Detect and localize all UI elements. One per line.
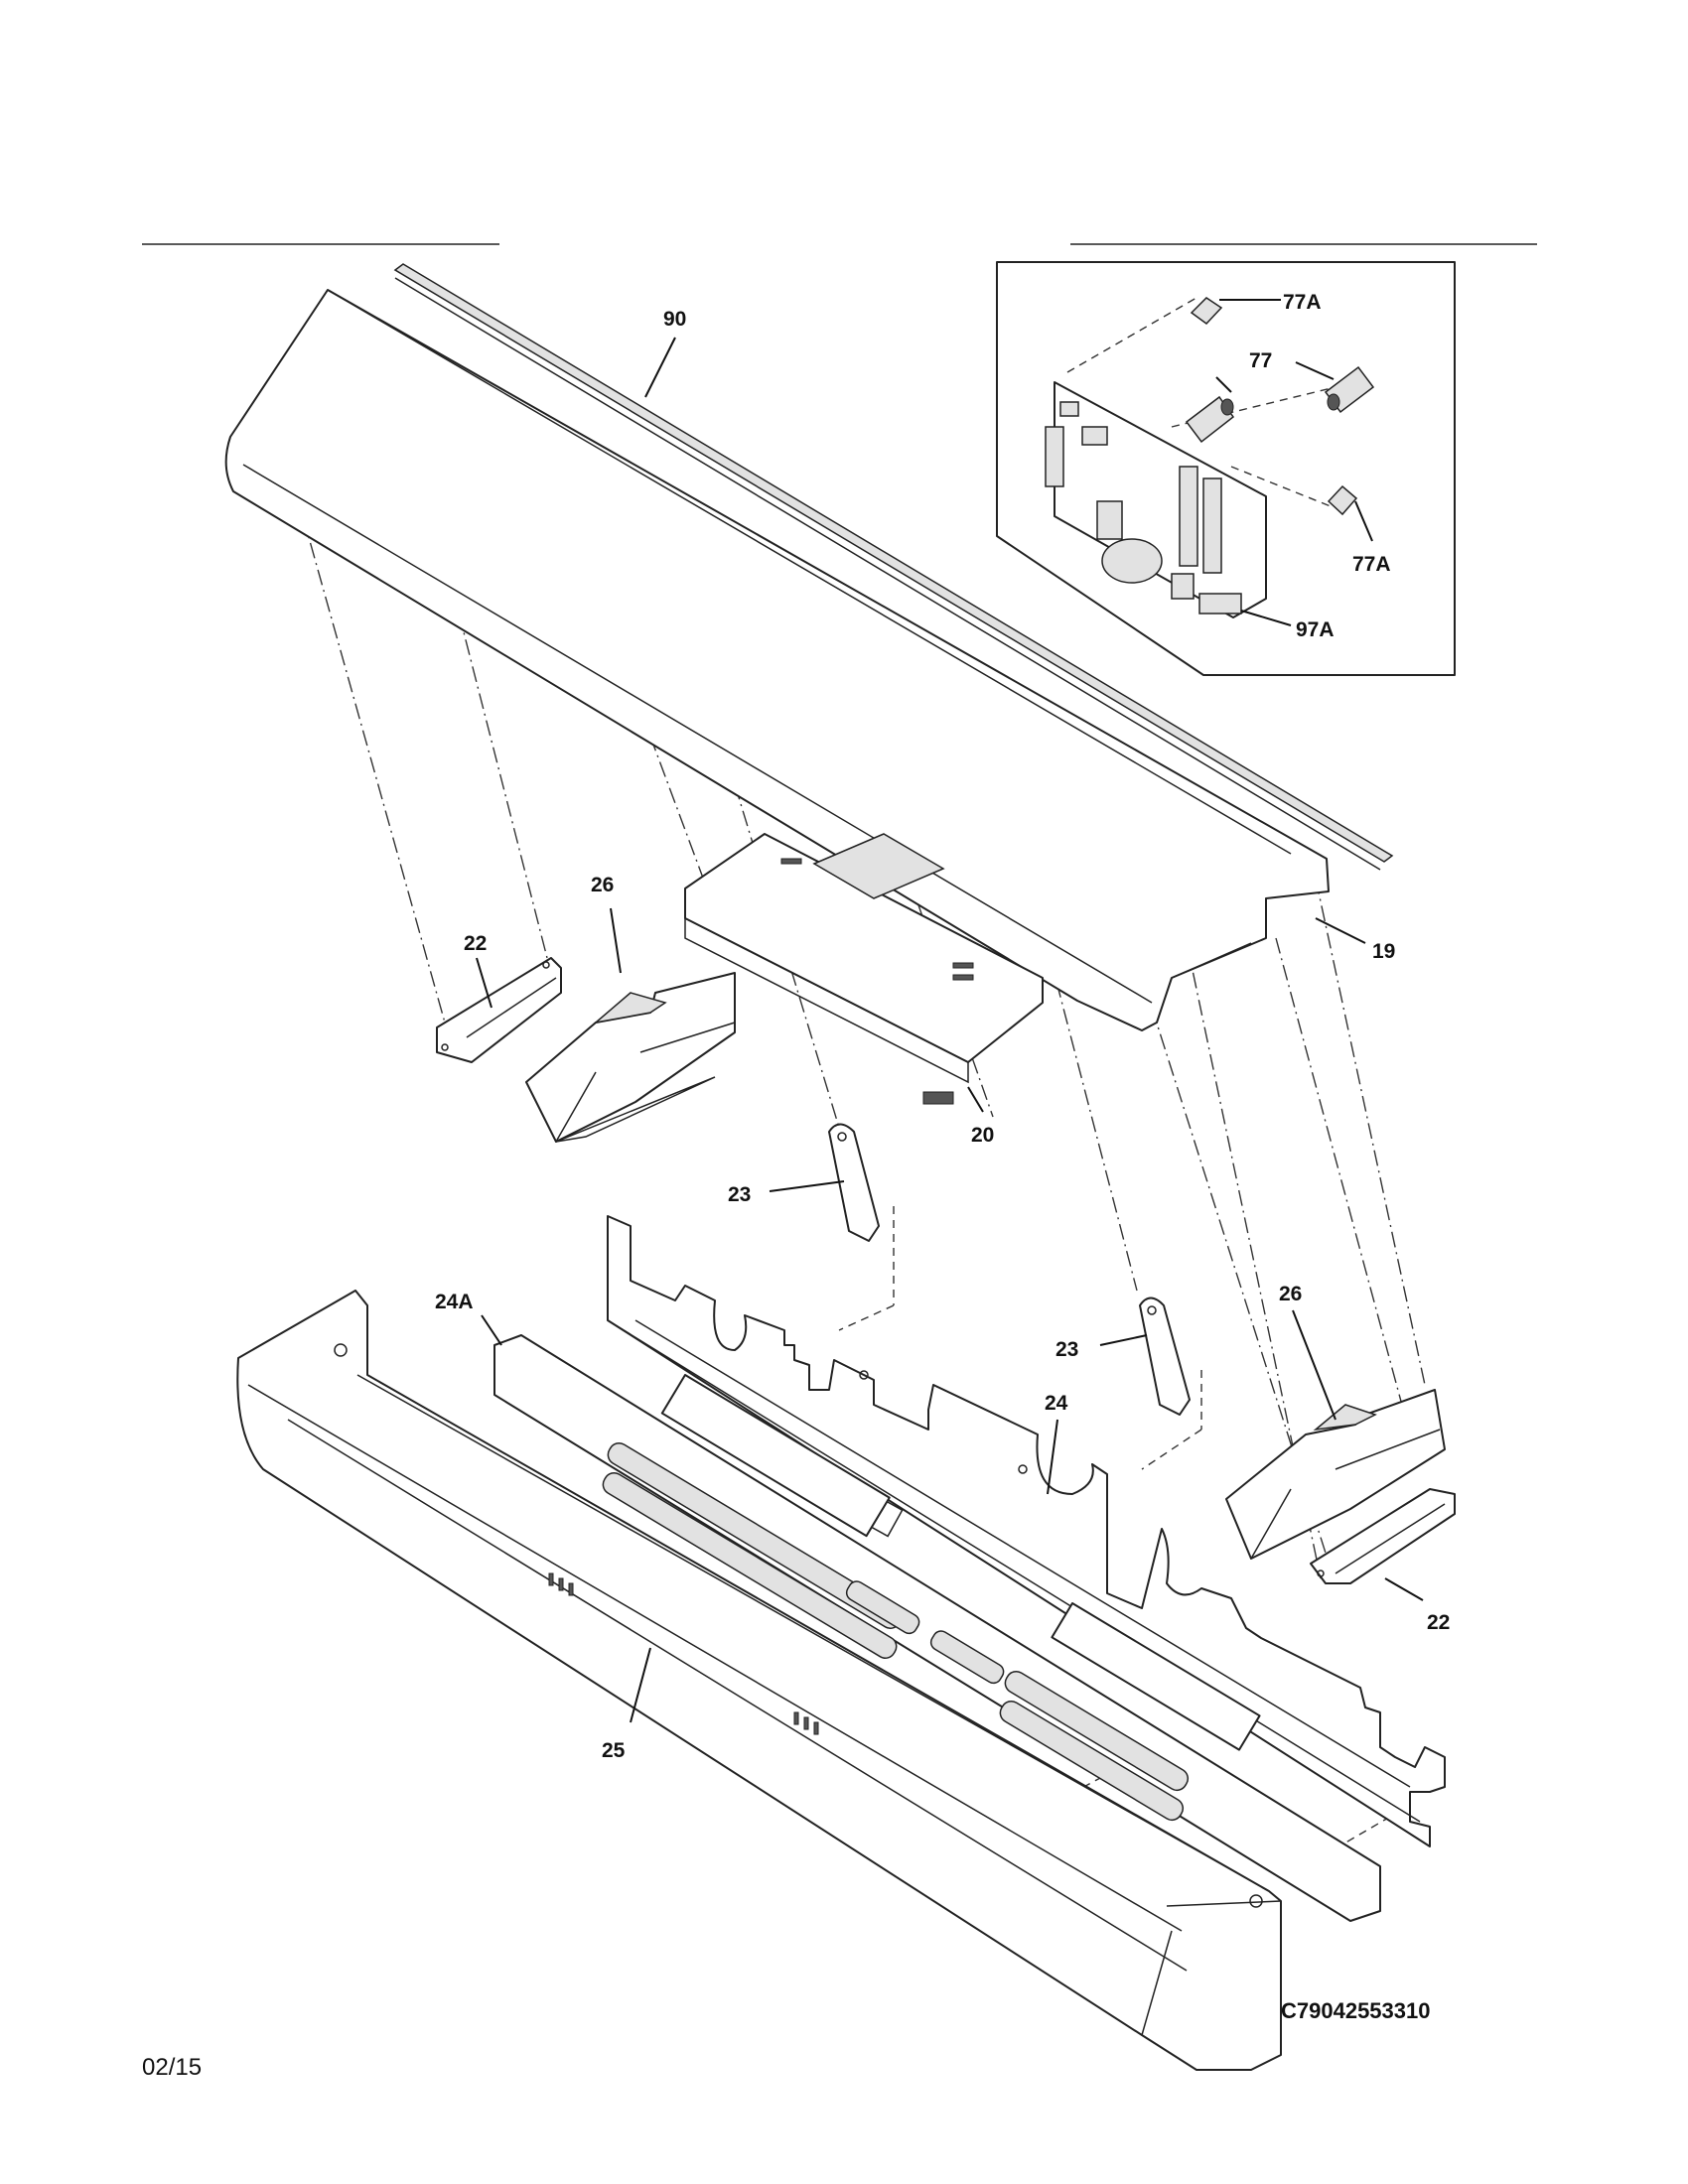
bracket-26-left — [525, 972, 736, 1143]
leader-lines — [476, 299, 1424, 1723]
standoff-77-left — [1185, 395, 1235, 444]
lower-trim — [236, 1290, 1282, 2071]
standoff-77-right — [1324, 365, 1375, 414]
callout-90: 90 — [663, 308, 686, 331]
diagram-code: C79042553310 — [1281, 1998, 1430, 2023]
control-panel — [224, 289, 1330, 1031]
callout-20: 20 — [971, 1124, 994, 1147]
callout-24: 24 — [1045, 1392, 1068, 1415]
callout-26-left: 26 — [591, 874, 614, 896]
page-date: 02/15 — [142, 2054, 202, 2081]
callout-77: 77 — [1249, 349, 1272, 372]
mounting-plate — [493, 1334, 1381, 1922]
callout-22-left: 22 — [464, 932, 487, 955]
connector-97a — [1198, 593, 1242, 614]
callout-77a-top: 77A — [1283, 291, 1322, 314]
callout-97a: 97A — [1296, 618, 1335, 641]
callout-23-right: 23 — [1055, 1338, 1078, 1361]
standoff-77a-top — [1190, 297, 1223, 325]
callout-24a: 24A — [435, 1291, 474, 1313]
standoff-77a-bottom — [1327, 484, 1358, 516]
seal-strip — [393, 263, 1394, 871]
bracket-22-right — [1310, 1488, 1456, 1584]
callout-22-right: 22 — [1427, 1611, 1450, 1634]
bracket-26-right — [1225, 1389, 1446, 1560]
clip-23-right — [1139, 1297, 1191, 1416]
bracket-22-left — [436, 957, 562, 1063]
callout-19: 19 — [1372, 940, 1395, 963]
control-board — [684, 833, 1044, 1105]
clip-23-left — [828, 1123, 880, 1242]
callout-26-right: 26 — [1279, 1283, 1302, 1305]
circuit-board — [1045, 297, 1336, 618]
callout-23-left: 23 — [728, 1183, 751, 1206]
callout-77a-bottom: 77A — [1352, 553, 1391, 576]
callout-25: 25 — [602, 1739, 626, 1762]
